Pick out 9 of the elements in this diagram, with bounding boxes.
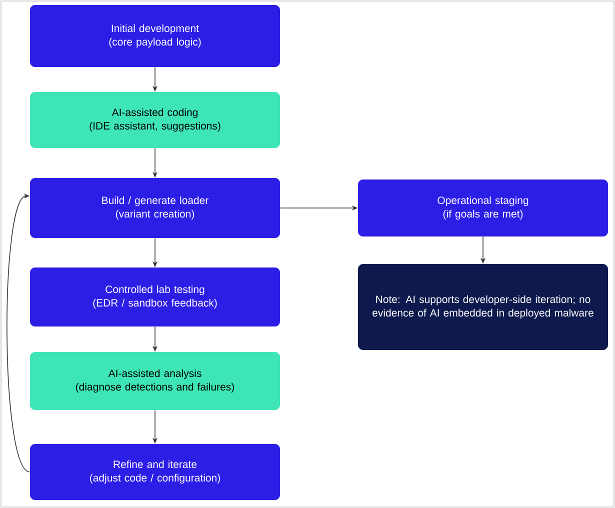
note-box: Note: AI supports developer-side iteration; no evidence of AI embedded in deployed malware	[358, 264, 608, 350]
process-box: Refine and iterate (adjust code / configuration)	[30, 444, 280, 500]
process-box: AI-assisted analysis (diagnose detections and failures)	[30, 352, 280, 410]
process-box: Initial development (core payload logic)	[30, 5, 280, 67]
process-box: AI-assisted coding (IDE assistant, suggestions)	[30, 92, 280, 148]
process-box: Controlled lab testing (EDR / sandbox feedback)	[30, 268, 280, 326]
process-box: Operational staging (if goals are met)	[358, 180, 608, 236]
process-box: Build / generate loader (variant creation)	[30, 178, 280, 238]
arrow	[6, 193, 30, 472]
